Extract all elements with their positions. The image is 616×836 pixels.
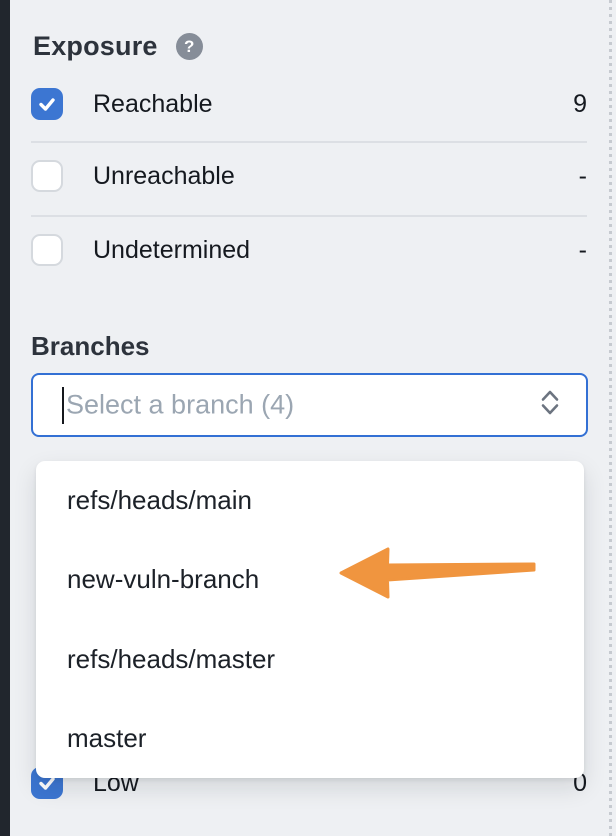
branch-select-input[interactable]: Select a branch (4) xyxy=(31,373,588,437)
check-icon xyxy=(39,777,55,790)
filter-count: - xyxy=(578,235,587,264)
filter-label: Unreachable xyxy=(93,161,235,190)
branch-option-refs-heads-main[interactable]: refs/heads/main xyxy=(67,485,252,516)
branch-input-placeholder: Select a branch (4) xyxy=(66,389,295,420)
branch-option-master[interactable]: master xyxy=(67,722,147,753)
filter-count: - xyxy=(578,161,587,190)
filter-row-reachable[interactable]: Reachable 9 xyxy=(31,84,587,124)
chevron-up-down-icon[interactable] xyxy=(538,386,562,425)
arrow-shape xyxy=(339,547,536,599)
filter-count: 9 xyxy=(573,89,587,118)
branch-option-new-vuln-branch[interactable]: new-vuln-branch xyxy=(67,564,260,595)
exposure-section-header: Exposure ? xyxy=(33,31,203,62)
branch-option-refs-heads-master[interactable]: refs/heads/master xyxy=(67,643,276,674)
exposure-title: Exposure xyxy=(33,31,158,61)
panel-resize-border[interactable] xyxy=(609,0,612,836)
filter-label: Undetermined xyxy=(93,235,251,264)
row-divider xyxy=(31,215,587,217)
checkbox-unreachable-unchecked[interactable] xyxy=(31,160,63,192)
filter-row-unreachable[interactable]: Unreachable - xyxy=(31,156,587,196)
filter-row-undetermined[interactable]: Undetermined - xyxy=(31,230,587,270)
checkbox-undetermined-unchecked[interactable] xyxy=(31,234,63,266)
branches-section-title: Branches xyxy=(31,331,150,361)
annotation-arrow-icon xyxy=(339,547,536,599)
branch-options-dropdown: refs/heads/main new-vuln-branch refs/hea… xyxy=(36,461,584,778)
row-divider xyxy=(31,141,587,143)
checkbox-reachable-checked[interactable] xyxy=(31,88,63,120)
help-icon[interactable]: ? xyxy=(175,33,203,60)
filter-label: Reachable xyxy=(93,89,213,118)
check-icon xyxy=(39,98,55,111)
text-caret xyxy=(62,387,64,424)
nav-rail-edge xyxy=(0,0,10,836)
